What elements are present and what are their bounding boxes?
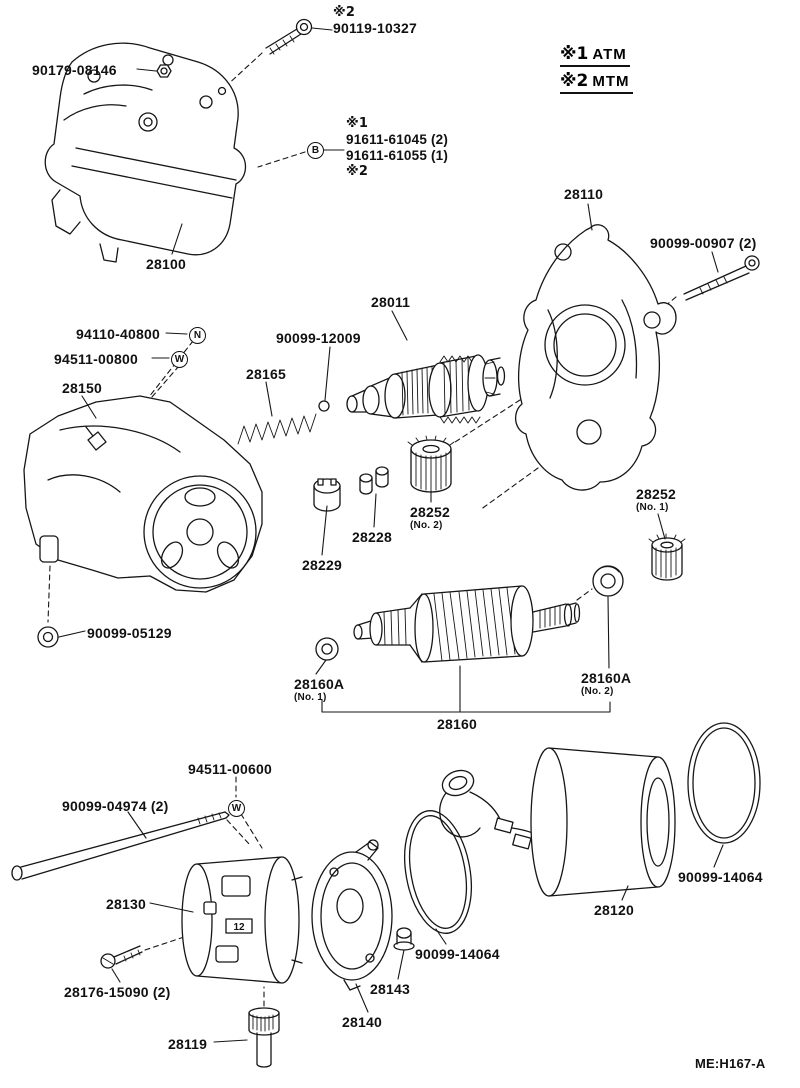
end-frame-28140-drawing xyxy=(311,839,393,991)
bearing-28160a-no1-drawing xyxy=(315,637,339,661)
brush-holder-28130-drawing: 12 xyxy=(181,856,303,984)
legend-symbol-1: ※1 xyxy=(560,44,589,64)
roller-28228-drawing xyxy=(359,466,389,495)
circled-letter-b: B xyxy=(307,142,324,159)
legend-label-atm: ATM xyxy=(592,46,627,63)
callout-28120: 28120 xyxy=(594,902,634,918)
part-number: 90119-10327 xyxy=(333,20,417,36)
circled-letter-n: N xyxy=(189,327,206,344)
bracket-28110-drawing xyxy=(515,224,677,491)
leader-lines xyxy=(58,27,724,1043)
circled-letter-w: W xyxy=(171,351,188,368)
callout-28160a-no2: 28160A (No. 2) xyxy=(581,670,631,697)
armature-28160-drawing xyxy=(353,585,581,663)
callout-28165: 28165 xyxy=(246,366,286,382)
nut-90179-drawing xyxy=(156,64,172,78)
retainer-28229-drawing xyxy=(313,478,341,512)
field-frame-28120-drawing xyxy=(439,747,676,897)
part-note: (No. 1) xyxy=(294,692,327,703)
ref-mark: ※2 xyxy=(346,164,369,179)
gear-28252-no2-drawing xyxy=(407,435,455,493)
part-number: 28252 xyxy=(636,486,676,502)
callout-90099-00907: 90099-00907 (2) xyxy=(650,235,757,251)
callout-90119-10327: ※2 90119-10327 xyxy=(333,5,417,36)
callout-28176-15090: 28176-15090 (2) xyxy=(64,984,171,1000)
clutch-28011-drawing xyxy=(346,354,506,424)
circled-letter-w2: W xyxy=(228,800,245,817)
figure-code: ME:H167-A xyxy=(695,1056,766,1071)
part-note: (No. 1) xyxy=(636,502,669,513)
bearing-28160a-no2-drawing xyxy=(592,565,624,597)
callout-28011: 28011 xyxy=(371,294,411,310)
oring-14064-right-drawing xyxy=(687,722,761,844)
callout-28150: 28150 xyxy=(62,380,102,396)
callout-28229: 28229 xyxy=(302,557,342,573)
callout-91611-group: ※1 91611-61045 (2) 91611-61055 (1) ※2 xyxy=(346,116,448,180)
gear-28252-no1-drawing xyxy=(648,533,686,581)
screw-28176-drawing xyxy=(100,945,143,969)
legend-symbol-2: ※2 xyxy=(560,71,589,91)
part-number: 91611-61055 (1) xyxy=(346,148,449,163)
brush-holder-marking: 12 xyxy=(233,922,245,933)
callout-28143: 28143 xyxy=(370,981,410,997)
oring-14064-center-drawing xyxy=(404,810,472,934)
part-note: (No. 2) xyxy=(581,686,614,697)
part-number: 28160A xyxy=(294,676,345,692)
callout-94511-00600: 94511-00600 xyxy=(188,761,272,777)
callout-28160: 28160 xyxy=(437,716,477,732)
callout-90099-05129: 90099-05129 xyxy=(87,625,172,641)
callout-90179-08146: 90179-08146 xyxy=(32,62,117,78)
callout-94110-40800: 94110-40800 xyxy=(76,326,160,342)
bolt-90119-drawing xyxy=(265,18,313,55)
callout-28119: 28119 xyxy=(168,1036,208,1052)
bolt-04974-drawing xyxy=(11,811,230,881)
callout-28252-no1: 28252 (No. 1) xyxy=(636,486,676,513)
callout-94511-00800: 94511-00800 xyxy=(54,351,138,367)
part-number: 91611-61045 (2) xyxy=(346,132,449,147)
terminal-28143-drawing xyxy=(393,927,415,951)
callout-28100: 28100 xyxy=(146,256,186,272)
callout-28130: 28130 xyxy=(106,896,146,912)
callout-90099-14064-right: 90099-14064 xyxy=(678,869,763,885)
housing-28150-drawing xyxy=(23,395,263,593)
starter-assembly-28100-drawing xyxy=(44,42,247,263)
legend-label-mtm: MTM xyxy=(592,73,630,90)
callout-28140: 28140 xyxy=(342,1014,382,1030)
cap-28119-drawing xyxy=(248,1007,280,1068)
spring-28165-drawing xyxy=(237,413,317,445)
ref-mark: ※2 xyxy=(333,5,356,20)
callout-28110: 28110 xyxy=(564,186,604,202)
legend-row-atm: ※1 ATM xyxy=(560,44,630,67)
part-note: (No. 2) xyxy=(410,520,443,531)
bolt-00907-drawing xyxy=(683,255,760,301)
grommet-05129-drawing xyxy=(37,626,59,648)
part-number: 28160A xyxy=(581,670,632,686)
callout-28160a-no1: 28160A (No. 1) xyxy=(294,676,344,703)
ball-12009-drawing xyxy=(318,400,330,412)
ref-mark: ※1 xyxy=(346,116,369,131)
callout-28228: 28228 xyxy=(352,529,392,545)
callout-90099-14064-center: 90099-14064 xyxy=(415,946,500,962)
part-number: 28252 xyxy=(410,504,450,520)
callout-28252-no2: 28252 (No. 2) xyxy=(410,504,450,531)
callout-90099-12009: 90099-12009 xyxy=(276,330,361,346)
transmission-legend: ※1 ATM ※2 MTM xyxy=(560,44,633,98)
legend-row-mtm: ※2 MTM xyxy=(560,71,633,94)
callout-90099-04974: 90099-04974 (2) xyxy=(62,798,169,814)
